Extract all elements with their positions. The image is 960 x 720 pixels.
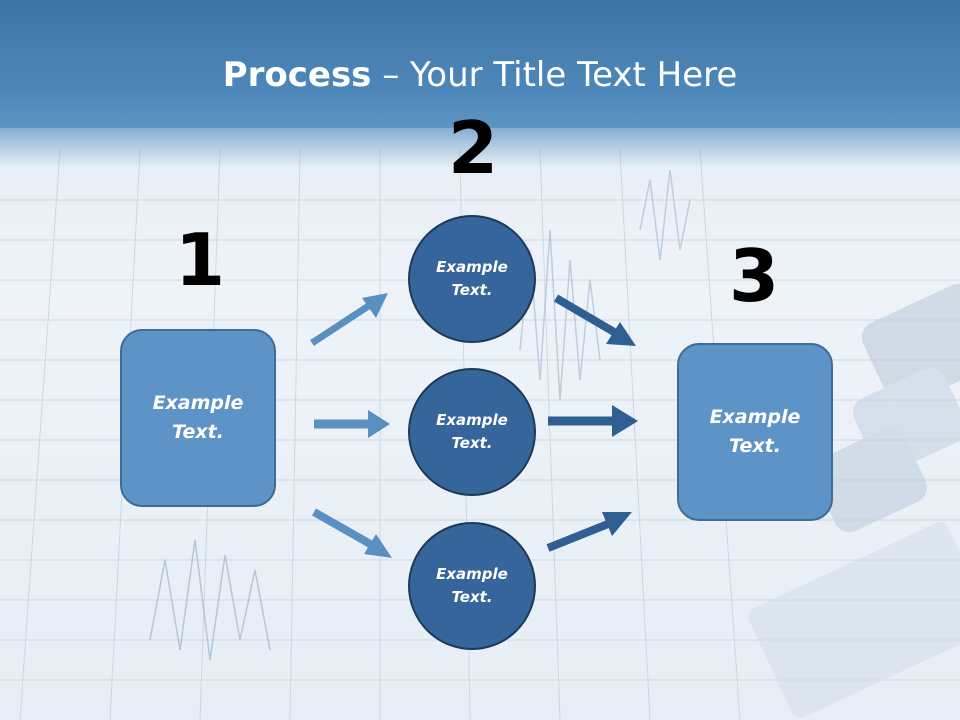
- header-fade: [0, 128, 960, 168]
- right-box-text: Example Text.: [709, 406, 801, 457]
- right-box: Example Text.: [677, 343, 833, 521]
- left-box: Example Text.: [120, 329, 276, 507]
- step-number-3: 3: [728, 234, 780, 318]
- step-number-1: 1: [174, 218, 226, 302]
- bottom-circle: Example Text.: [408, 522, 536, 650]
- step-number-2: 2: [447, 106, 499, 190]
- top-circle-text: Example Text.: [436, 258, 508, 299]
- title-rest: – Your Title Text Here: [371, 55, 738, 95]
- middle-circle-text: Example Text.: [436, 411, 508, 452]
- top-circle: Example Text.: [408, 215, 536, 343]
- slide-title: Process – Your Title Text Here: [0, 52, 960, 98]
- header-bar: [0, 0, 960, 128]
- middle-circle: Example Text.: [408, 368, 536, 496]
- title-bold: Process: [222, 55, 372, 95]
- left-box-text: Example Text.: [152, 392, 244, 443]
- bottom-circle-text: Example Text.: [436, 565, 508, 606]
